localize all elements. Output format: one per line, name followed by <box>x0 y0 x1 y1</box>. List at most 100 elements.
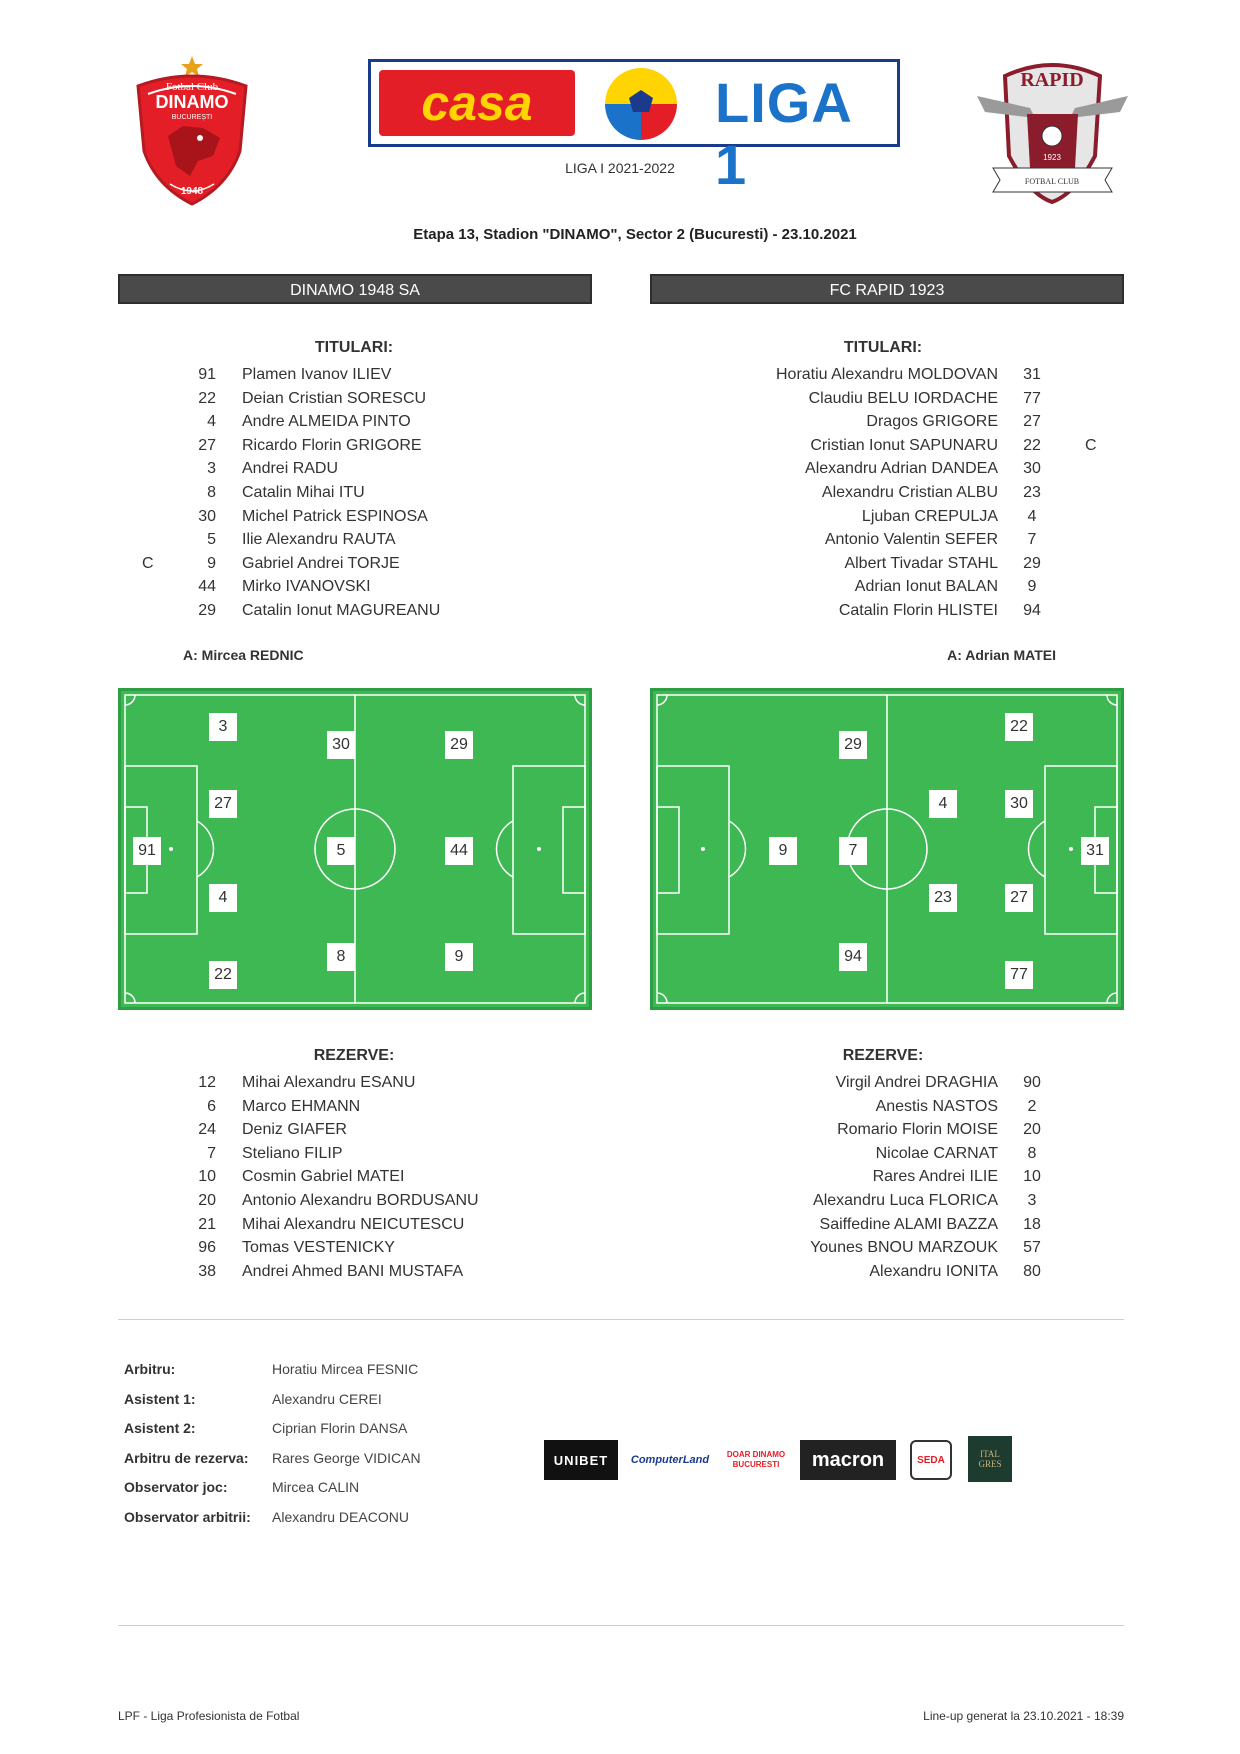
player-name: Saiffedine ALAMI BAZZA <box>819 1215 998 1233</box>
doar-dinamo-logo: DOAR DINAMO BUCURESTI <box>726 1450 786 1469</box>
away-player-row: 30 Alexandru Adrian DANDEA <box>0 457 1240 481</box>
casa-liga1-banner: casa LIGA 1 <box>368 59 900 196</box>
official-label: Asistent 1: <box>124 1390 196 1407</box>
player-number: 8 <box>207 484 216 501</box>
away-reserves-title: REZERVE: <box>842 1047 924 1064</box>
home-pitch-player: 9 <box>445 943 473 971</box>
player-name: Romario Florin MOISE <box>837 1121 998 1139</box>
player-name: Horatiu Alexandru MOLDOVAN <box>775 366 998 383</box>
home-pitch-player: 8 <box>327 943 355 971</box>
player-number: 8 <box>1027 1144 1037 1162</box>
player-name: Cristian Ionut SAPUNARU <box>810 436 998 454</box>
player-number: 96 <box>198 1239 216 1257</box>
player-name: Dragos GRIGORE <box>866 413 998 431</box>
liga1-text-logo: LIGA 1 <box>715 71 851 196</box>
away-pitch-player: 77 <box>1005 961 1033 989</box>
player-number: 29 <box>1023 554 1041 572</box>
player-number: 44 <box>198 578 216 596</box>
player-number: 9 <box>207 554 216 572</box>
player-name: Deniz GIAFER <box>242 1121 347 1139</box>
player-number: 7 <box>1027 531 1037 549</box>
dinamo-crest-name: DINAMO <box>156 92 229 112</box>
away-pitch-player: 31 <box>1081 837 1109 865</box>
home-pitch-player: 29 <box>445 731 473 759</box>
seda-logo: SEDA <box>910 1440 952 1480</box>
italgres-logo: ITAL GRES <box>968 1436 1012 1482</box>
player-name: Younes BNOU MARZOUK <box>810 1239 998 1257</box>
player-number: 31 <box>1023 366 1041 383</box>
player-number: 7 <box>207 1144 216 1162</box>
official-name: Ciprian Florin DANSA <box>272 1420 408 1436</box>
away-pitch-player: 94 <box>839 943 867 971</box>
player-name: Virgil Andrei DRAGHIA <box>835 1074 998 1091</box>
player-name: Catalin Ionut MAGUREANU <box>242 602 441 619</box>
player-name: Albert Tivadar STAHL <box>844 554 998 572</box>
away-pitch-player: 9 <box>769 837 797 865</box>
player-number: 30 <box>198 507 216 525</box>
home-pitch-player: 44 <box>445 837 473 865</box>
home-pitch-player: 22 <box>209 961 237 989</box>
player-name: Anestis NASTOS <box>875 1097 998 1115</box>
away-starters-title: TITULARI: <box>843 339 923 356</box>
officials-top-divider <box>118 1319 1124 1320</box>
away-pitch-player: 7 <box>839 837 867 865</box>
player-number: 22 <box>198 389 216 407</box>
away-pitch-player: 22 <box>1005 713 1033 741</box>
player-name: Catalin Mihai ITU <box>242 484 365 501</box>
player-name: Antonio Valentin SEFER <box>824 531 998 549</box>
player-name: Alexandru Luca FLORICA <box>813 1192 998 1209</box>
player-number: 18 <box>1023 1215 1041 1233</box>
official-name: Alexandru DEACONU <box>272 1508 409 1525</box>
player-number: 91 <box>198 366 216 383</box>
home-reserves-title: REZERVE: <box>313 1047 395 1064</box>
official-label: Observator arbitrii: <box>124 1508 251 1525</box>
player-number: 80 <box>1023 1262 1041 1280</box>
dinamo-crest-top-text: Fotbal Club <box>166 81 219 93</box>
player-number: 5 <box>207 531 216 549</box>
player-name: Andrei RADU <box>242 460 339 478</box>
player-number: 21 <box>198 1215 216 1233</box>
player-number: 94 <box>1023 602 1041 619</box>
rapid-crest-year: 1923 <box>1043 153 1061 162</box>
player-name: Mihai Alexandru NEICUTESCU <box>242 1215 465 1233</box>
home-starters-title: TITULARI: <box>314 339 394 356</box>
away-player-row: 18 Saiffedine ALAMI BAZZA <box>0 1213 1240 1237</box>
dinamo-crest-year: 1948 <box>181 186 204 197</box>
player-number: 10 <box>198 1168 216 1186</box>
player-name: Gabriel Andrei TORJE <box>242 554 400 572</box>
official-name: Horatiu Mircea FESNIC <box>272 1361 419 1377</box>
player-number: 30 <box>1023 460 1041 478</box>
player-number: 27 <box>198 436 216 454</box>
player-name: Rares Andrei ILIE <box>872 1168 998 1186</box>
player-name: Andrei Ahmed BANI MUSTAFA <box>242 1262 464 1280</box>
player-name: Alexandru Adrian DANDEA <box>805 460 998 478</box>
match-info: Etapa 13, Stadion "DINAMO", Sector 2 (Bu… <box>413 226 857 243</box>
away-pitch-player: 4 <box>929 790 957 818</box>
official-label: Asistent 2: <box>124 1420 196 1436</box>
player-number: 38 <box>198 1262 216 1280</box>
rapid-crest-name: RAPID <box>1020 69 1083 91</box>
official-label: Arbitru: <box>124 1361 176 1377</box>
player-name: Adrian Ionut BALAN <box>854 578 998 596</box>
dinamo-crest-sub: BUCUREȘTI <box>172 114 213 121</box>
player-number: 77 <box>1023 389 1041 407</box>
dinamo-crest: Fotbal Club DINAMO BUCUREȘTI 1948 <box>128 56 256 206</box>
official-label: Arbitru de rezerva: <box>124 1449 249 1466</box>
away-pitch-player: 30 <box>1005 790 1033 818</box>
home-pitch-player: 5 <box>327 837 355 865</box>
